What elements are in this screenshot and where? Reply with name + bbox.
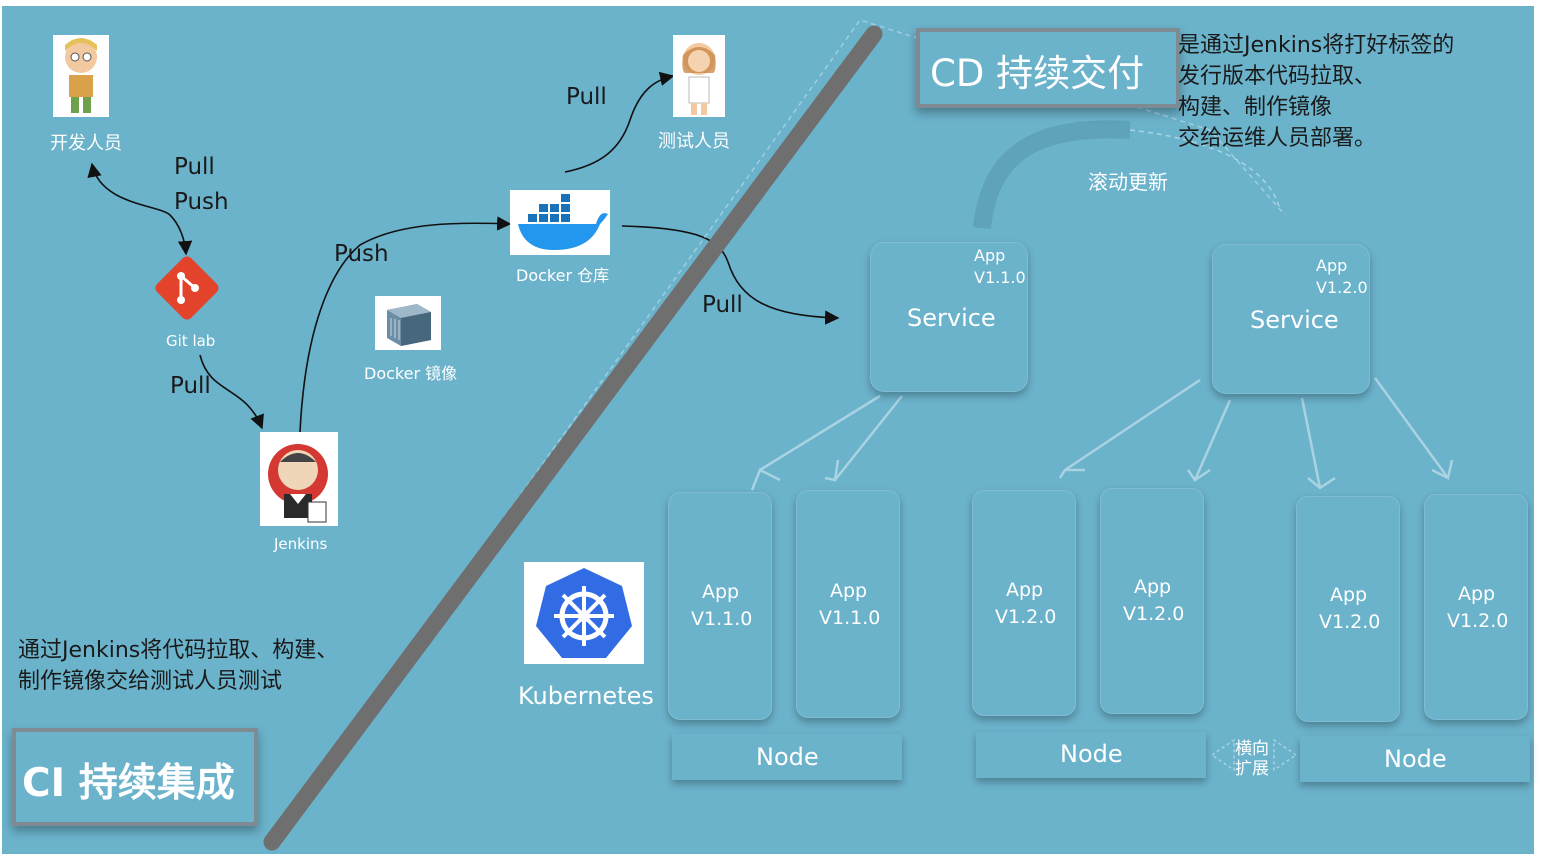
cd-title-box: CD 持续交付 bbox=[916, 28, 1180, 108]
app-pod: App V1.1.0 bbox=[668, 492, 772, 720]
node-box: Node bbox=[672, 734, 902, 780]
pod-app-label: App bbox=[702, 581, 740, 603]
pod-app-label: App bbox=[830, 580, 868, 602]
kubernetes-label: Kubernetes bbox=[518, 682, 654, 710]
cd-title: CD 持续交付 bbox=[930, 52, 1145, 95]
pod-version-label: V1.2.0 bbox=[995, 606, 1057, 628]
gitlab-logo-icon bbox=[153, 254, 221, 322]
jenkins-logo-icon bbox=[260, 432, 338, 526]
cd-description-line2: 发行版本代码拉取、 bbox=[1178, 64, 1377, 89]
docker-registry-label: Docker 仓库 bbox=[516, 266, 610, 285]
node-label: Node bbox=[756, 743, 819, 771]
cd-description: 是通过Jenkins将打好标签的 发行版本代码拉取、 构建、制作镜像 交给运维人… bbox=[1178, 30, 1454, 154]
service-version-label: V1.2.0 bbox=[1316, 278, 1368, 297]
edge-label-pull-gitlab-jenkins: Pull bbox=[170, 373, 211, 399]
service-box: App V1.1.0 Service bbox=[870, 242, 1028, 392]
developer-avatar-icon bbox=[53, 35, 109, 117]
edge-label-push: Push bbox=[174, 189, 229, 215]
ci-cd-divider bbox=[263, 25, 883, 851]
pod-version-label: V1.2.0 bbox=[1447, 610, 1509, 632]
ci-title-box: CI 持续集成 bbox=[12, 728, 258, 826]
pod-version-label: V1.1.0 bbox=[691, 608, 753, 630]
service-app-label: App bbox=[1316, 256, 1348, 275]
docker-whale-icon bbox=[510, 190, 610, 255]
rolling-update-arc bbox=[973, 120, 1131, 230]
gitlab-label: Git lab bbox=[166, 332, 216, 350]
tester-avatar-icon bbox=[673, 35, 725, 117]
rolling-update-dashed bbox=[1129, 129, 1281, 211]
pod-app-label: App bbox=[1330, 584, 1368, 606]
app-pod: App V1.2.0 bbox=[1424, 494, 1528, 720]
service-box: App V1.2.0 Service bbox=[1212, 244, 1370, 394]
app-pod: App V1.1.0 bbox=[796, 490, 900, 718]
node-label: Node bbox=[1384, 745, 1447, 773]
arrow-developer-gitlab bbox=[87, 162, 193, 256]
node-box: Node bbox=[976, 732, 1206, 778]
app-pod: App V1.2.0 bbox=[972, 490, 1076, 716]
cd-description-line1: 是通过Jenkins将打好标签的 bbox=[1178, 33, 1455, 58]
service-name-label: Service bbox=[907, 304, 996, 332]
kubernetes-logo-icon bbox=[524, 562, 644, 664]
edge-label-pull-service: Pull bbox=[702, 292, 743, 318]
edge-label-pull-tester: Pull bbox=[566, 84, 607, 110]
docker-image-icon bbox=[375, 296, 441, 350]
arrow-jenkins-registry bbox=[299, 216, 512, 433]
docker-image-label: Docker 镜像 bbox=[364, 364, 458, 383]
node-box: Node bbox=[1300, 736, 1530, 782]
pod-version-label: V1.2.0 bbox=[1319, 611, 1381, 633]
arrow-gitlab-jenkins bbox=[199, 354, 264, 430]
arrow-registry-service bbox=[621, 225, 840, 325]
node-label: Node bbox=[1060, 740, 1123, 768]
app-pod: App V1.2.0 bbox=[1100, 488, 1204, 714]
arrow-registry-tester bbox=[564, 71, 675, 173]
service-name-label: Service bbox=[1250, 306, 1339, 334]
service-version-label: V1.1.0 bbox=[974, 268, 1026, 287]
scale-double-arrow bbox=[1210, 738, 1298, 772]
edge-label-push-registry: Push bbox=[334, 241, 389, 267]
ci-description-line2: 制作镜像交给测试人员测试 bbox=[18, 669, 283, 694]
ci-title: CI 持续集成 bbox=[22, 761, 235, 806]
cd-description-line3: 构建、制作镜像 bbox=[1178, 95, 1333, 120]
service-app-label: App bbox=[974, 246, 1006, 265]
pod-version-label: V1.1.0 bbox=[819, 607, 881, 629]
edge-label-pull: Pull bbox=[174, 154, 215, 180]
developer-label: 开发人员 bbox=[50, 133, 122, 154]
pod-app-label: App bbox=[1006, 579, 1044, 601]
app-pod: App V1.2.0 bbox=[1296, 496, 1400, 722]
ci-description-line1: 通过Jenkins将代码拉取、构建、 bbox=[18, 638, 339, 663]
pod-app-label: App bbox=[1134, 576, 1172, 598]
scale-label-line2: 扩展 bbox=[1235, 759, 1269, 779]
rolling-update-label: 滚动更新 bbox=[1088, 170, 1168, 194]
cd-description-line4: 交给运维人员部署。 bbox=[1178, 126, 1377, 151]
pod-version-label: V1.2.0 bbox=[1123, 603, 1185, 625]
dashed-guide bbox=[269, 19, 1286, 846]
tester-label: 测试人员 bbox=[658, 131, 730, 152]
jenkins-label: Jenkins bbox=[274, 535, 328, 553]
pod-app-label: App bbox=[1458, 583, 1496, 605]
scale-label-line1: 横向 bbox=[1235, 739, 1269, 759]
service-pod-arrows bbox=[750, 377, 1454, 491]
